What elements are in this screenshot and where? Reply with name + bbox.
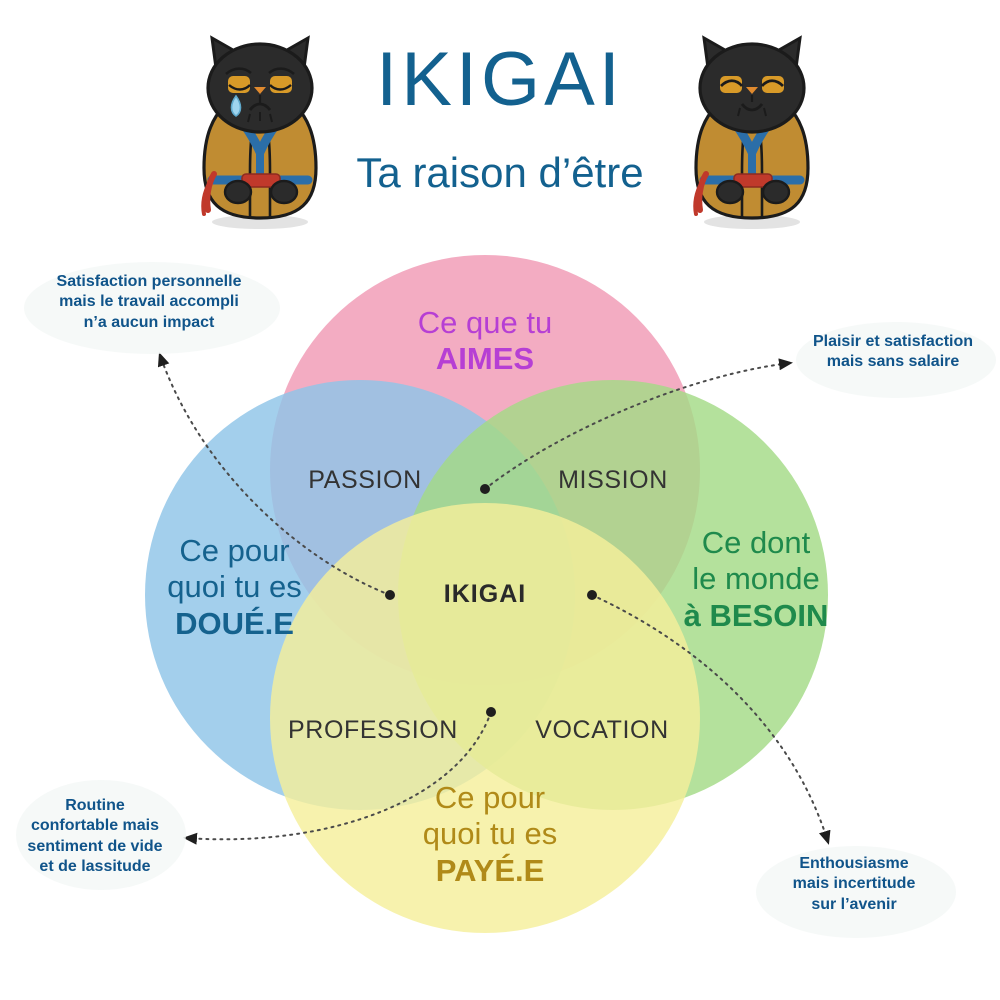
connector-dot-profession [486, 707, 496, 717]
connector-profession [183, 711, 492, 845]
connector-vocation [591, 594, 831, 845]
cat-mascot-happy [693, 35, 810, 229]
callout-halo-top-right [796, 322, 996, 398]
callout-halo-bottom-left [16, 780, 186, 890]
connector-dot-mission [480, 484, 490, 494]
cat-mascot-sad [201, 35, 318, 229]
page-title: IKIGAI [376, 37, 624, 122]
callout-halo-bottom-right [756, 846, 956, 938]
connector-passion [157, 352, 391, 596]
page-subtitle: Ta raison d’être [356, 149, 644, 196]
venn-circle-paye [270, 503, 700, 933]
connector-dot-vocation [587, 590, 597, 600]
callout-halo-top-left [24, 262, 280, 354]
connector-dot-passion [385, 590, 395, 600]
tear-icon [230, 94, 242, 117]
